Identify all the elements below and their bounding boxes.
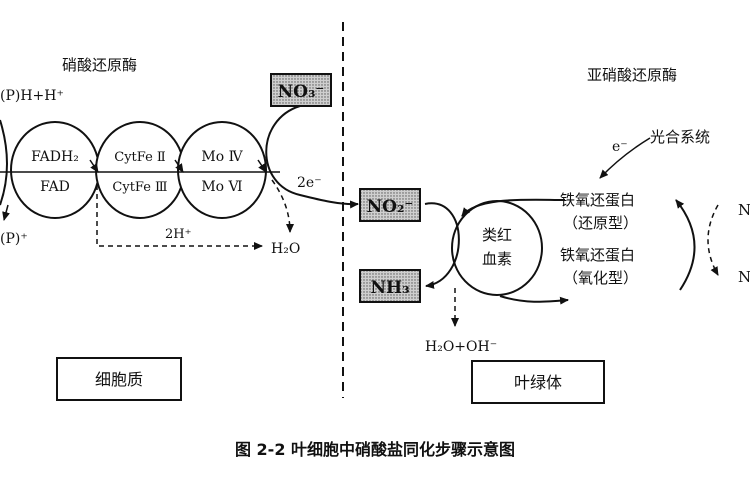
cytoplasm-box — [56, 357, 182, 401]
cytfe-iii-label: CytFe Ⅲ — [112, 180, 167, 195]
fad-label: FAD — [40, 179, 70, 195]
fad-domain — [10, 121, 100, 219]
nadp-label: (P)⁺ — [0, 231, 28, 247]
siroheme-circle — [451, 200, 543, 296]
link-arrow-2 — [174, 159, 184, 173]
proton-dashed-path — [96, 185, 263, 250]
no3-to-no2-arrow — [265, 105, 359, 209]
two-protons-label: 2H⁺ — [165, 227, 191, 242]
photosystem-label: 光合系统 — [650, 128, 710, 146]
nitrate-reductase-label: 硝酸还原酶 — [62, 56, 137, 74]
fd-reduced-label-1: 铁氧还蛋白 — [560, 191, 635, 209]
no2-label: NO₂⁻ — [367, 197, 414, 217]
two-electrons-label: 2e⁻ — [297, 175, 322, 191]
mo-to-h2o-dashed — [271, 179, 294, 233]
mo-domain — [177, 121, 267, 219]
fd-reduced-to-siroheme — [461, 198, 566, 217]
cyt-domain — [95, 121, 185, 219]
no2-box — [359, 188, 421, 222]
nadph-arc — [0, 119, 8, 206]
chloroplast-label: 叶绿体 — [514, 373, 562, 392]
nitrite-reductase-label: 亚硝酸还原酶 — [587, 66, 677, 84]
nh3-label: NH₃ — [370, 278, 409, 298]
fd-oxidized-label-2: （氧化型） — [563, 269, 638, 287]
n-bottom-label: N — [738, 268, 750, 286]
nh3-box — [359, 269, 421, 303]
photosystem-arrow — [599, 137, 651, 179]
n-dashed-arrow — [707, 204, 719, 276]
h2o-oh-label: H₂O+OH⁻ — [425, 339, 497, 355]
cytfe-ii-label: CytFe Ⅱ — [114, 150, 166, 165]
fd-reduced-label-2: （还原型） — [563, 214, 638, 232]
fd-oxidized-label-1: 铁氧还蛋白 — [560, 246, 635, 264]
siroheme-label-1: 类红 — [482, 226, 512, 244]
fd-regeneration-arrow — [675, 199, 696, 291]
siroheme-to-fd-oxidized — [499, 295, 569, 305]
n-top-label: N — [738, 201, 750, 219]
chloroplast-box — [471, 360, 605, 404]
link-arrow-1 — [89, 159, 99, 173]
mo-iv-label: Mo Ⅳ — [201, 149, 243, 165]
nadph-label: (P)H+H⁺ — [0, 88, 64, 104]
siroheme-label-2: 血素 — [482, 250, 512, 268]
h2o-left-label: H₂O — [271, 241, 300, 257]
mo-vi-label: Mo Ⅵ — [201, 179, 242, 195]
fadh2-label: FADH₂ — [31, 149, 79, 165]
cytoplasm-label: 细胞质 — [95, 370, 143, 389]
no3-box — [270, 73, 332, 107]
nadp-arrow — [2, 204, 10, 221]
no2-to-nh3-arrow — [424, 202, 460, 289]
link-arrow-3 — [257, 159, 267, 173]
figure-caption: 图 2-2 叶细胞中硝酸盐同化步骤示意图 — [235, 440, 515, 459]
no3-label: NO₃⁻ — [278, 82, 325, 102]
e-minus-label: e⁻ — [612, 139, 628, 155]
